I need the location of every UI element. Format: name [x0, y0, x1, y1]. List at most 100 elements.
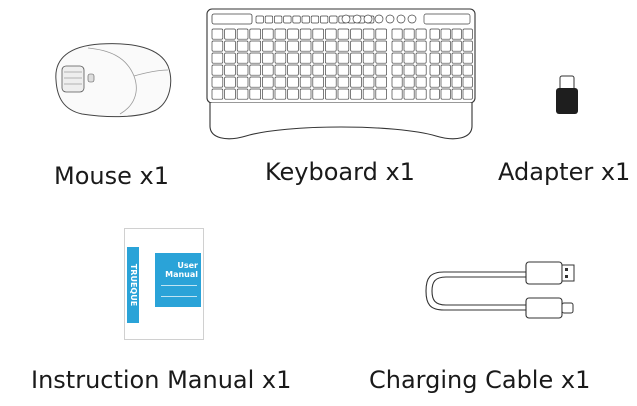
- keyboard-key: [249, 64, 261, 76]
- keyboard-key: [440, 52, 451, 64]
- keyboard-key: [299, 52, 312, 64]
- keyboard-key: [249, 40, 261, 52]
- keyboard-key: [312, 52, 324, 64]
- keyboard-key: [462, 40, 473, 52]
- keyboard-key: [440, 76, 451, 88]
- media-button: [396, 14, 406, 24]
- keyboard-key: [287, 52, 299, 64]
- keyboard-key: [403, 52, 415, 64]
- media-button: [352, 14, 362, 24]
- keyboard-key: [451, 76, 462, 88]
- keyboard-key: [362, 88, 375, 100]
- keyboard-key: [362, 76, 375, 88]
- keyboard-icon: [206, 8, 476, 140]
- keyboard-key: [320, 15, 329, 24]
- keyboard-key: [274, 76, 287, 88]
- keyboard-key: [451, 40, 462, 52]
- keyboard-key: [451, 52, 462, 64]
- keyboard-key: [236, 40, 249, 52]
- keyboard-key: [299, 28, 312, 40]
- media-button: [341, 14, 351, 24]
- keyboard-key: [451, 88, 462, 100]
- manual-title-line2: Manual: [165, 270, 198, 279]
- adapter-caption: Adapter x1: [498, 158, 631, 186]
- media-button: [363, 14, 373, 24]
- keyboard-key: [287, 40, 299, 52]
- keyboard-key: [274, 40, 287, 52]
- keyboard-key: [287, 64, 299, 76]
- keyboard-key: [325, 76, 337, 88]
- keyboard-key: [224, 64, 236, 76]
- keyboard-key: [299, 64, 312, 76]
- keyboard-key: [337, 88, 350, 100]
- keyboard-key: [462, 28, 473, 40]
- keyboard-key: [350, 76, 362, 88]
- keyboard-key: [403, 76, 415, 88]
- keyboard-key: [350, 64, 362, 76]
- keyboard-key: [440, 88, 451, 100]
- keyboard-key: [312, 88, 324, 100]
- keyboard-key: [299, 88, 312, 100]
- keyboard-key: [262, 88, 274, 100]
- keyboard-key: [312, 40, 324, 52]
- keyboard-key: [262, 40, 274, 52]
- keyboard-key: [224, 40, 236, 52]
- keyboard-key: [211, 64, 224, 76]
- keyboard-key: [350, 88, 362, 100]
- keyboard-key: [236, 28, 249, 40]
- keyboard-key: [301, 15, 310, 24]
- keyboard-key: [224, 76, 236, 88]
- keyboard-key: [337, 40, 350, 52]
- keyboard-key: [337, 76, 350, 88]
- keyboard-key: [350, 52, 362, 64]
- keyboard-key: [299, 76, 312, 88]
- keyboard-key: [211, 52, 224, 64]
- keyboard-key: [312, 64, 324, 76]
- keyboard-key: [264, 15, 274, 24]
- keyboard-key: [262, 52, 274, 64]
- keyboard-key: [415, 28, 427, 40]
- keyboard-key: [325, 40, 337, 52]
- keyboard-key: [211, 40, 224, 52]
- keyboard-key: [440, 64, 451, 76]
- keyboard-key: [211, 28, 224, 40]
- keyboard-key: [274, 88, 287, 100]
- keyboard-key: [375, 28, 387, 40]
- keyboard-key: [236, 88, 249, 100]
- keyboard-key: [274, 15, 283, 24]
- media-button: [385, 14, 395, 24]
- cable-caption: Charging Cable x1: [369, 366, 591, 394]
- keyboard-key: [329, 15, 338, 24]
- keyboard-key: [211, 76, 224, 88]
- keyboard-key: [236, 76, 249, 88]
- instruction-manual-icon: TRUEQUE User Manual: [124, 228, 204, 340]
- keyboard-caption: Keyboard x1: [265, 158, 415, 186]
- keyboard-key: [287, 76, 299, 88]
- keyboard-key: [362, 28, 375, 40]
- keyboard-key: [415, 88, 427, 100]
- media-button: [407, 14, 417, 24]
- keyboard-key: [337, 52, 350, 64]
- keyboard-key: [375, 76, 387, 88]
- keyboard-key: [451, 28, 462, 40]
- keyboard-key: [375, 40, 387, 52]
- keyboard-key: [362, 40, 375, 52]
- keyboard-key: [312, 28, 324, 40]
- keyboard-key: [451, 64, 462, 76]
- keyboard-key: [249, 52, 261, 64]
- manual-brand-text: TRUEQUE: [129, 263, 138, 307]
- keyboard-key: [429, 52, 440, 64]
- manual-title-line1: User: [177, 261, 198, 270]
- keyboard-key: [255, 15, 264, 24]
- keyboard-key: [249, 28, 261, 40]
- keyboard-key: [429, 76, 440, 88]
- keyboard-key: [211, 88, 224, 100]
- keyboard-key: [362, 52, 375, 64]
- mouse-icon: [55, 43, 172, 118]
- keyboard-key: [337, 28, 350, 40]
- keyboard-key: [236, 64, 249, 76]
- media-button: [374, 14, 384, 24]
- keyboard-key: [262, 64, 274, 76]
- indicator-panel: [423, 13, 471, 25]
- keyboard-key: [262, 28, 274, 40]
